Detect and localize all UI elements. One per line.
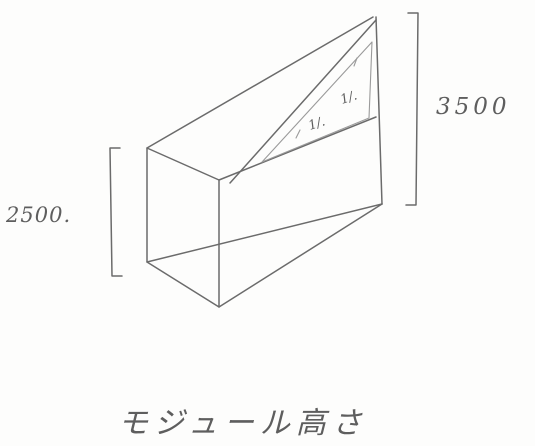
- caption: モジュール高さ: [118, 406, 368, 441]
- bottom-far-edge: [218, 203, 383, 308]
- slope-mark-2: 1/.: [339, 88, 360, 107]
- slope-mark-1: 1/.: [307, 114, 328, 133]
- hatch-line-2: [295, 129, 301, 139]
- roof-top-edge: [146, 16, 374, 149]
- hatch-line-1: [353, 57, 358, 67]
- hatched-triangle: [261, 41, 373, 163]
- back-vertical-edge: [375, 16, 383, 205]
- side-diagonal: [229, 19, 377, 184]
- roof-lower-edge: [218, 116, 377, 181]
- front-face: [146, 147, 220, 308]
- back-height-bracket: [405, 12, 419, 206]
- back-height-label: 3500: [436, 94, 511, 120]
- front-height-label: 2500.: [5, 203, 71, 227]
- floor-diagonal: [146, 203, 383, 263]
- front-height-bracket: [109, 147, 123, 277]
